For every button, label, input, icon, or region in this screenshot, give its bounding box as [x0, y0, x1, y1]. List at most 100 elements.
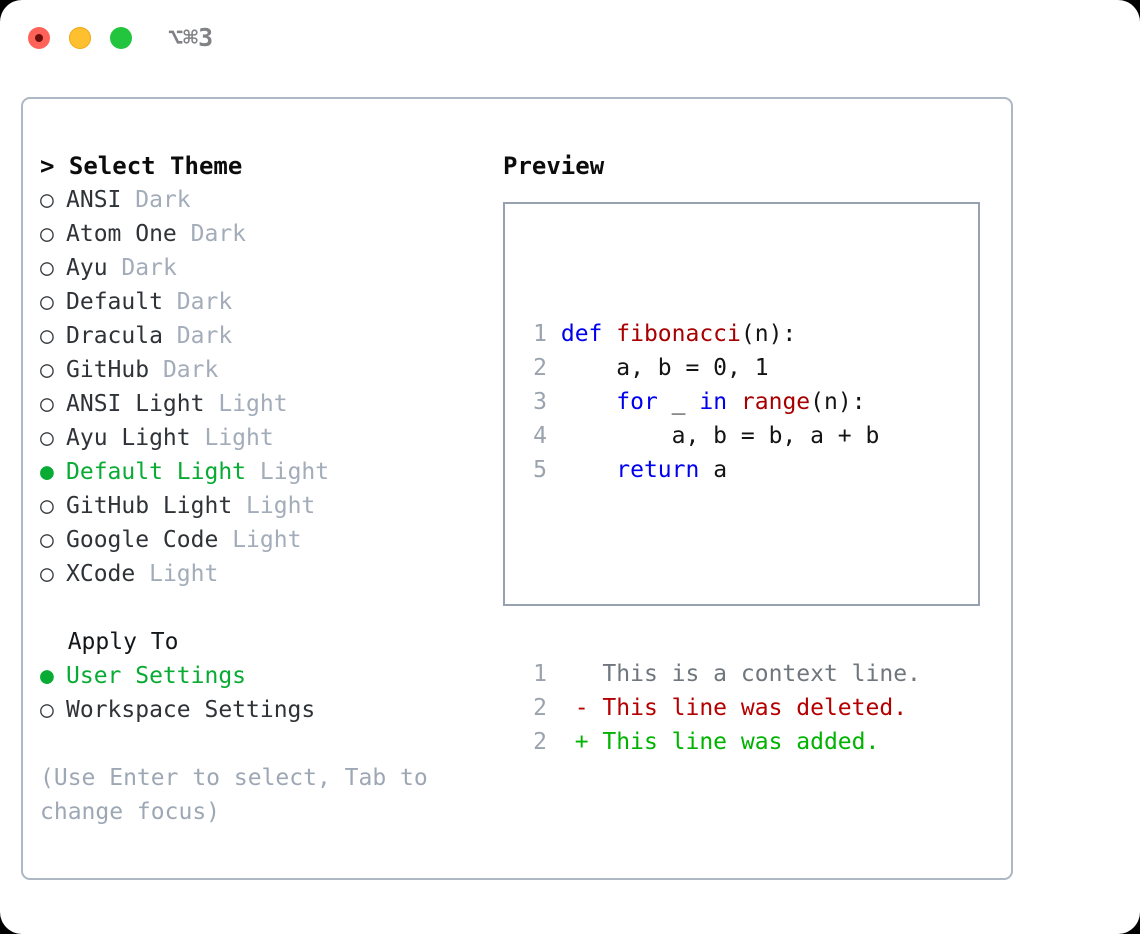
radio-unselected-icon[interactable]: ○	[40, 527, 54, 553]
radio-selected-icon[interactable]: ●	[40, 459, 54, 485]
diff-marker	[575, 661, 603, 687]
theme-picker-panel: > Select Theme ○ANSI Dark○Atom One Dark○…	[21, 97, 1013, 880]
code-token	[561, 457, 616, 483]
line-number: 2	[533, 355, 547, 381]
code-token: a, b = b, a + b	[560, 423, 880, 449]
theme-name: ANSI	[66, 187, 122, 213]
theme-name: Ayu	[66, 255, 108, 281]
code-token: (n):	[740, 321, 797, 347]
radio-unselected-icon[interactable]: ○	[40, 255, 54, 281]
theme-list-item[interactable]: ○Dracula Dark	[40, 319, 500, 353]
apply-to-label: Workspace Settings	[66, 697, 316, 723]
code-token: in	[699, 389, 728, 415]
theme-list-item[interactable]: ○ Default Dark	[40, 285, 500, 319]
code-line: 3 for _ in range(n):	[523, 385, 921, 419]
theme-category-tag: Light	[204, 425, 274, 451]
line-number: 5	[533, 457, 547, 483]
radio-selected-icon[interactable]: ●	[40, 663, 54, 689]
line-number: 2	[533, 729, 547, 755]
diff-line: 2 + This line was added.	[523, 725, 921, 759]
theme-list-item[interactable]: ○ XCode Light	[40, 557, 500, 591]
code-blank-line	[523, 555, 921, 589]
theme-list-item[interactable]: ○ GitHub Dark	[40, 353, 500, 387]
theme-list-item[interactable]: ○ANSI Light Light	[40, 387, 500, 421]
theme-list-item[interactable]: ○ Ayu Dark	[40, 251, 500, 285]
keyboard-shortcut-label: ⌥⌘3	[168, 23, 214, 52]
theme-category-tag: Light	[246, 493, 316, 519]
diff-text: This is a context line.	[602, 661, 921, 687]
radio-unselected-icon[interactable]: ○	[40, 391, 54, 417]
radio-unselected-icon[interactable]: ○	[40, 425, 54, 451]
apply-to-options: ● User Settings ○ Workspace Settings	[40, 659, 500, 727]
code-token: def	[560, 321, 617, 347]
diff-line: 1 This is a context line.	[523, 657, 921, 691]
line-number: 1	[533, 321, 547, 347]
radio-unselected-icon[interactable]: ○	[40, 357, 54, 383]
theme-name: Dracula	[66, 323, 163, 349]
theme-category-tag: Dark	[190, 221, 247, 247]
theme-list-item[interactable]: ○GitHub Light Light	[40, 489, 500, 523]
line-number: 1	[533, 661, 547, 687]
radio-unselected-icon[interactable]: ○	[40, 323, 54, 349]
radio-unselected-icon[interactable]: ○	[40, 187, 54, 213]
apply-to-option[interactable]: ● User Settings	[40, 659, 500, 693]
radio-unselected-icon[interactable]: ○	[40, 221, 54, 247]
theme-name: XCode	[66, 561, 136, 587]
code-token: a, b = 0, 1	[560, 355, 769, 381]
diff-marker: +	[574, 729, 603, 755]
theme-category-tag: Light	[218, 391, 288, 417]
code-line: 5 return a	[523, 453, 921, 487]
theme-name: GitHub	[66, 357, 150, 383]
code-token: _	[657, 389, 700, 415]
radio-unselected-icon[interactable]: ○	[40, 289, 54, 315]
diff-text: This line was added.	[602, 729, 880, 755]
theme-list-item[interactable]: ○ Google Code Light	[40, 523, 500, 557]
theme-selection-column: > Select Theme ○ANSI Dark○Atom One Dark○…	[40, 149, 500, 829]
maximize-button[interactable]	[110, 27, 132, 49]
theme-name: Atom One	[66, 221, 177, 247]
theme-name: Default Light	[66, 459, 247, 485]
code-token: a	[699, 457, 728, 483]
preview-heading: Preview	[503, 152, 605, 180]
code-token: fibonacci	[616, 321, 741, 347]
close-button[interactable]	[28, 27, 50, 49]
code-token: for	[616, 389, 658, 415]
theme-category-tag: Dark	[162, 357, 219, 383]
radio-unselected-icon[interactable]: ○	[40, 561, 54, 587]
theme-category-tag: Dark	[176, 289, 233, 315]
radio-unselected-icon[interactable]: ○	[40, 697, 54, 723]
select-theme-heading: > Select Theme	[40, 152, 243, 180]
line-number: 3	[533, 389, 547, 415]
theme-list-item[interactable]: ○ Ayu Light Light	[40, 421, 500, 455]
theme-name: Google Code	[66, 527, 219, 553]
diff-text: This line was deleted.	[602, 695, 908, 721]
apply-to-option[interactable]: ○ Workspace Settings	[40, 693, 500, 727]
radio-unselected-icon[interactable]: ○	[40, 493, 54, 519]
title-bar: ⌥⌘3	[0, 0, 1140, 78]
code-token: range	[740, 389, 811, 415]
diff-line: 2 - This line was deleted.	[523, 691, 921, 725]
apply-to-label: User Settings	[66, 663, 247, 689]
theme-list-item[interactable]: ○ANSI Dark	[40, 183, 500, 217]
code-line: 4 a, b = b, a + b	[523, 419, 921, 453]
theme-list-item[interactable]: ○ Atom One Dark	[40, 217, 500, 251]
keyboard-hint-text: (Use Enter to select, Tab to change focu…	[40, 765, 428, 825]
minimize-button[interactable]	[69, 27, 91, 49]
theme-category-tag: Dark	[121, 255, 177, 281]
theme-category-tag: Light	[232, 527, 302, 553]
theme-list-item[interactable]: ●Default Light Light	[40, 455, 500, 489]
theme-category-tag: Light	[149, 561, 219, 587]
theme-list: ○ ANSI Dark ○ Atom One Dark ○ Ayu Dark ○ Defaul…	[40, 183, 500, 591]
theme-name: Ayu Light	[66, 425, 191, 451]
code-line: 2 a, b = 0, 1	[523, 351, 921, 385]
list-spacer	[40, 591, 500, 625]
code-line: 1 def fibonacci(n):	[523, 317, 921, 351]
diff-marker: -	[574, 695, 603, 721]
preview-column: Preview 1 def fibonacci(n):2 a, b = 0, 1…	[503, 149, 993, 755]
code-token	[561, 389, 616, 415]
theme-name: Default	[66, 289, 163, 315]
